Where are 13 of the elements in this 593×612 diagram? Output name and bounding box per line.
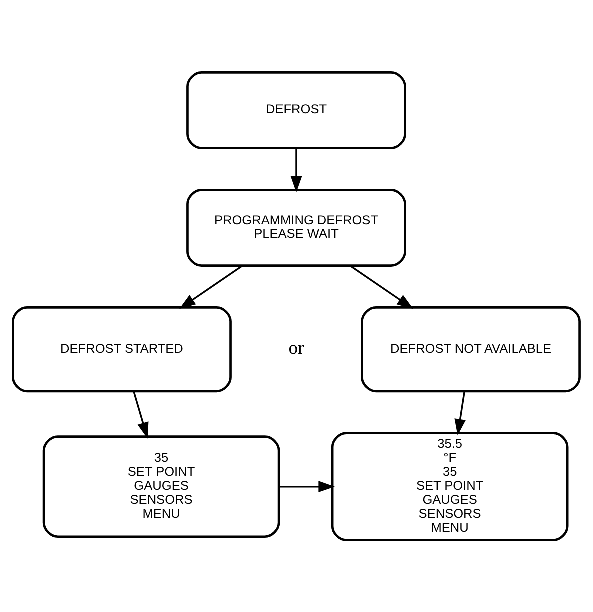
arrow (350, 264, 414, 309)
label: or (288, 337, 304, 358)
arrow (179, 264, 244, 309)
node-box: DEFROST (186, 71, 406, 149)
arrow (454, 390, 466, 436)
node-box: DEFROST NOT AVAILABLE (361, 306, 581, 392)
arrow (290, 148, 302, 192)
node-box: PROGRAMMING DEFROST PLEASE WAIT (186, 188, 406, 266)
arrow (279, 480, 335, 492)
arrow (133, 390, 149, 438)
node-box: DEFROST STARTED (12, 306, 232, 392)
node-box: 35 SET POINT GAUGES SENSORS MENU (42, 435, 280, 538)
node-box: 35.5 °F 35 SET POINT GAUGES SENSORS MENU (331, 432, 569, 541)
